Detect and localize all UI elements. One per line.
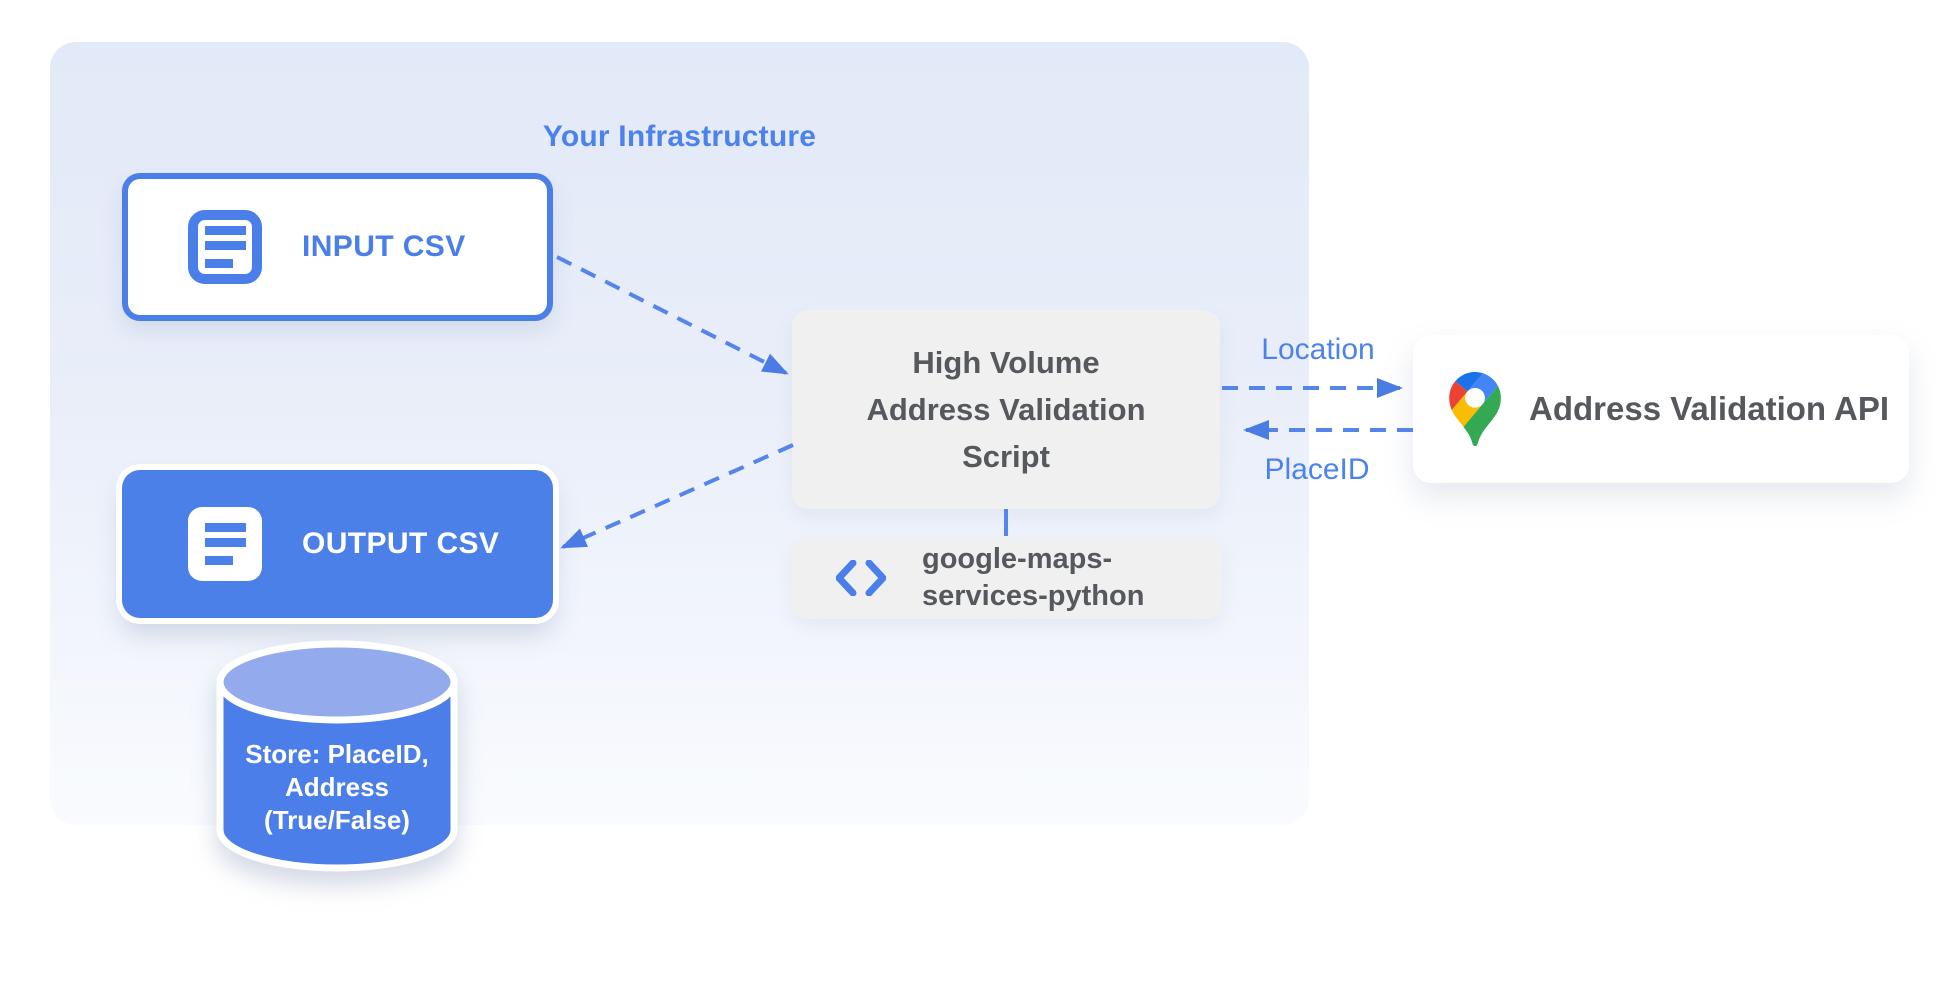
api-label: Address Validation API: [1529, 390, 1890, 427]
input-csv-label: INPUT CSV: [302, 230, 466, 263]
script-node: High Volume Address Validation Script: [792, 310, 1220, 509]
api-node: Address Validation API: [1413, 335, 1909, 483]
library-node: google-maps- services-python: [792, 537, 1222, 619]
edge-label-placeid: PlaceID: [1264, 453, 1370, 486]
google-maps-pin-icon: [1449, 372, 1501, 446]
datastore-line: (True/False): [264, 805, 410, 835]
input-csv-node: INPUT CSV: [122, 173, 553, 321]
library-label: google-maps- services-python: [922, 541, 1144, 615]
library-label-line: services-python: [922, 580, 1145, 612]
library-label-line: google-maps-: [922, 543, 1113, 575]
output-csv-label: OUTPUT CSV: [302, 527, 500, 560]
script-title-line: Script: [962, 439, 1050, 474]
script-title-line: Address Validation: [866, 392, 1146, 427]
script-title-line: High Volume: [912, 345, 1100, 380]
infrastructure-title: Your Infrastructure: [542, 120, 817, 153]
database-cylinder-icon: [216, 640, 458, 872]
document-icon: [188, 210, 262, 284]
datastore-label: Store: PlaceID, Address (True/False): [222, 738, 452, 837]
edge-label-location: Location: [1261, 333, 1375, 366]
datastore-line: Address: [284, 772, 390, 802]
output-csv-node: OUTPUT CSV: [122, 470, 553, 618]
datastore-line: Store: PlaceID,: [245, 739, 429, 769]
document-icon: [188, 507, 262, 581]
code-brackets-icon: [836, 560, 886, 596]
